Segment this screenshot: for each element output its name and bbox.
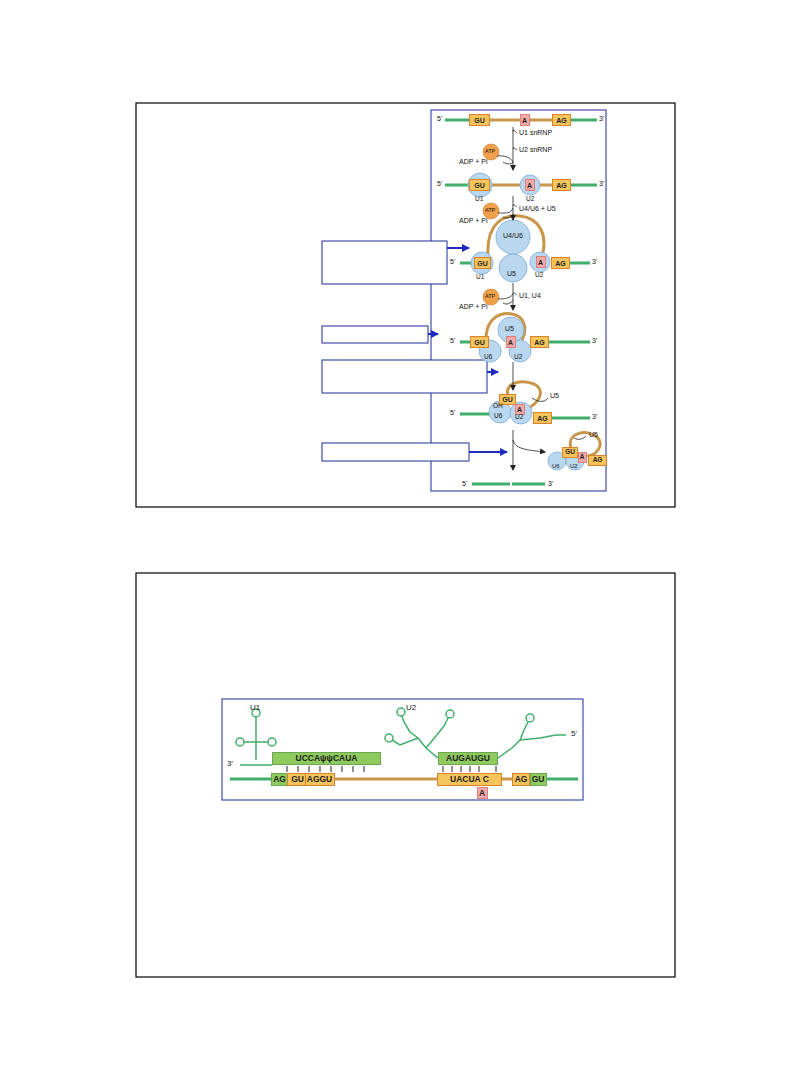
sequence-text: AGGU <box>307 775 333 784</box>
sequence-box: GU <box>470 336 489 348</box>
sequence-box: AG <box>588 455 607 466</box>
sequence-box: AG <box>552 114 571 126</box>
figure-label: ADP + Pi <box>459 158 487 165</box>
sequence-box: AG <box>271 773 288 786</box>
figure-label: ATP <box>485 149 495 155</box>
sequence-box: GU <box>469 114 490 126</box>
sequence-box: UCCAψψCAUA <box>272 752 381 765</box>
sequence-text: AUGAUGU <box>446 754 490 763</box>
figure-label: U2 <box>526 196 534 203</box>
figure-label: U1, U4 <box>519 292 541 299</box>
figure-label: U2 <box>535 272 543 279</box>
figure-label: 3' <box>599 115 604 122</box>
sequence-box: A <box>477 787 488 799</box>
sequence-text: A <box>517 406 522 413</box>
figure-label: 5' <box>462 480 467 487</box>
figure-label: U2 <box>514 354 522 361</box>
figure-label: U6 <box>494 413 502 420</box>
figure-label: U2 <box>570 463 578 469</box>
sequence-text: AG <box>515 775 528 784</box>
figure-label: 5' <box>450 409 455 416</box>
figure-label: 5' <box>437 115 442 122</box>
figure-label: 3' <box>592 413 597 420</box>
figure-label: ADP + Pi <box>459 303 487 310</box>
figure-label: 5' <box>571 730 577 738</box>
sequence-box: GU <box>530 773 547 786</box>
sequence-box: A <box>578 452 587 463</box>
figure-label: ADP + Pi <box>459 217 487 224</box>
figure-label: U4/U6 <box>503 232 523 239</box>
figure-label: 3' <box>592 337 597 344</box>
sequence-text: GU <box>291 775 304 784</box>
sequence-text: GU <box>532 775 545 784</box>
sequence-text: AG <box>556 182 567 189</box>
figure-label: U1 <box>475 196 483 203</box>
figure-label: OH <box>493 403 503 410</box>
sequence-text: A <box>527 182 532 189</box>
sequence-text: UACUA C <box>450 775 489 784</box>
sequence-box: AG <box>552 179 571 191</box>
sequence-text: AG <box>556 117 567 124</box>
figure-label: U1 <box>250 704 260 712</box>
sequence-box: A <box>506 336 516 348</box>
sequence-box: UACUA C <box>437 773 502 786</box>
sequence-text: AG <box>593 457 603 464</box>
sequence-box: AUGAUGU <box>438 752 498 765</box>
figure-label: U4/U6 + U5 <box>519 205 556 212</box>
sequence-box: GU <box>469 179 490 191</box>
sequence-box: A <box>520 114 530 126</box>
figure-label: U1 snRNP <box>519 129 552 136</box>
sequence-text: UCCAψψCAUA <box>296 754 358 763</box>
sequence-text: GU <box>474 339 485 346</box>
figure-label: ATP <box>485 208 495 214</box>
sequence-box: GU <box>474 257 491 269</box>
sequence-text: AG <box>534 339 545 346</box>
figure-label: 5' <box>450 337 455 344</box>
sequence-text: AG <box>537 415 548 422</box>
figure-label: U2 <box>406 704 416 712</box>
sequence-text: AG <box>273 775 286 784</box>
figure-label: U2 snRNP <box>519 146 552 153</box>
figure-label: ATP <box>485 294 495 300</box>
sequence-text: A <box>508 339 513 346</box>
figure-label: 3' <box>227 760 233 768</box>
sequence-text: A <box>479 789 485 798</box>
figure-label: 3' <box>592 258 597 265</box>
sequence-text: AG <box>555 260 566 267</box>
figure-label: U6 <box>552 463 560 469</box>
figure-label: U5 <box>505 325 514 332</box>
sequence-text: GU <box>474 117 485 124</box>
sequence-text: A <box>538 259 543 266</box>
figure-label: U5 <box>507 270 516 277</box>
sequence-text: A <box>580 454 585 461</box>
sequence-text: GU <box>565 449 575 456</box>
figure-label: 5' <box>437 180 442 187</box>
sequence-box: AG <box>533 412 552 424</box>
figure-label: 3' <box>599 180 604 187</box>
sequence-box: AG <box>530 336 549 348</box>
sequence-box: GU <box>562 447 578 458</box>
sequence-text: GU <box>502 396 513 403</box>
figure-label: U2 <box>515 414 523 421</box>
figure-label: U1 <box>476 274 484 281</box>
figure-label: U5 <box>589 431 598 438</box>
sequence-box: A <box>525 179 535 191</box>
sequence-text: A <box>522 117 527 124</box>
sequence-box: AG <box>512 773 530 786</box>
figure-label: U6 <box>484 354 492 361</box>
sequence-box: A <box>536 256 546 268</box>
sequence-text: GU <box>477 260 488 267</box>
figure-label: 5' <box>450 258 455 265</box>
sequence-box: AG <box>551 257 570 269</box>
sequence-box: AGGU <box>305 773 335 786</box>
figure-label: 3' <box>548 480 553 487</box>
sequence-text: GU <box>474 182 485 189</box>
figure-label: U5 <box>550 392 559 399</box>
